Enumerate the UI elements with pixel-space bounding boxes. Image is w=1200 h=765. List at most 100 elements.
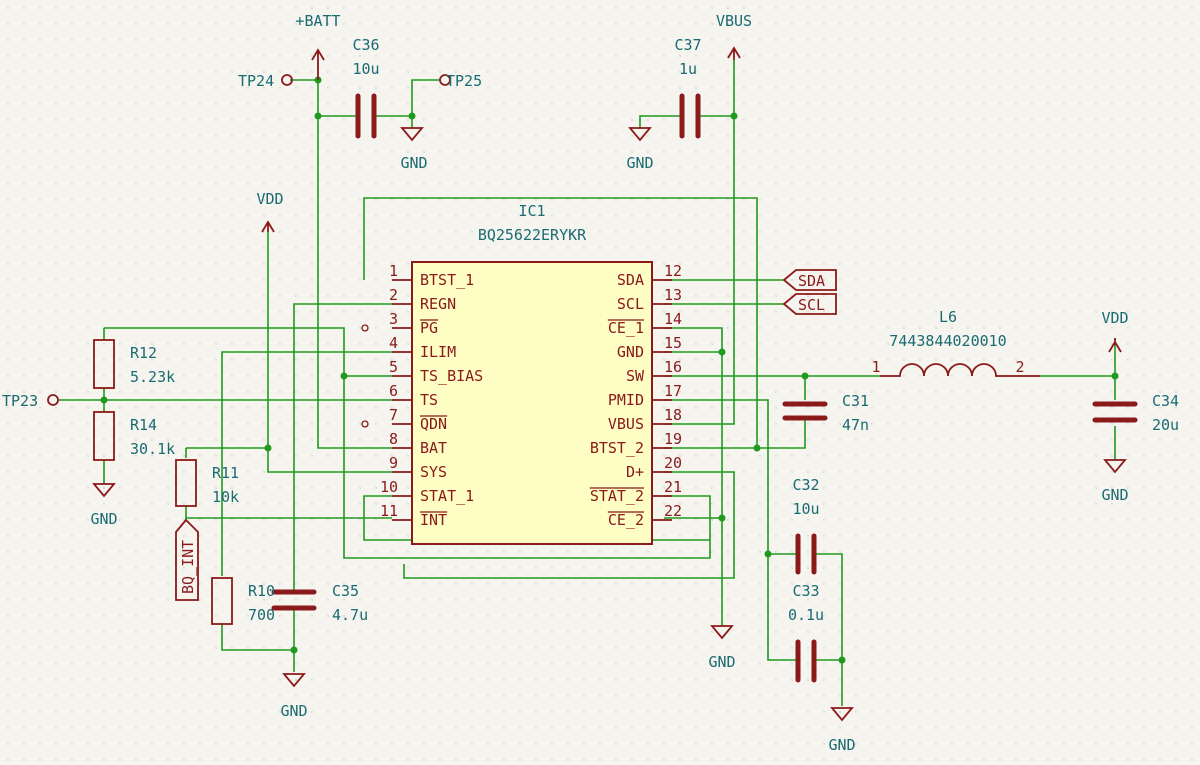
ic-pin-number: 9 [389,454,398,472]
power-vdd-left: VDD [256,190,284,233]
svg-text:TP24: TP24 [238,72,274,90]
svg-text:GND: GND [828,736,855,754]
ic-pin-name: SYS [420,463,447,481]
ic-pin-number: 6 [389,382,398,400]
ic-pin-number: 20 [664,454,682,472]
ic-pin-number: 22 [664,502,682,520]
gnd-c33: GND [828,707,856,754]
ic-body [411,261,653,545]
svg-text:10u: 10u [352,60,379,78]
ic-pin-name: ILIM [420,343,456,361]
capacitor-c32: C32 10u [792,476,820,575]
ic-pin-name: STAT_2 [590,487,644,505]
capacitor-c35: C35 4.7u [271,582,368,624]
svg-text:TP23: TP23 [2,392,38,410]
svg-text:C31: C31 [842,392,869,410]
svg-text:C32: C32 [792,476,819,494]
svg-text:10k: 10k [212,488,239,506]
svg-text:C37: C37 [674,36,701,54]
capacitor-c31: C31 47n [782,392,869,434]
ic-pin-name: TS_BIAS [420,367,483,385]
svg-text:700: 700 [248,606,275,624]
gnd-c35: GND [280,673,308,720]
ic-pin-number: 19 [664,430,682,448]
svg-text:7443844020010: 7443844020010 [889,332,1006,350]
ic-pin-number: 7 [389,406,398,424]
svg-text:L6: L6 [939,308,957,326]
ic-pin-number: 13 [664,286,682,304]
ic-pin-name: BTST_1 [420,271,474,289]
capacitor-c36: C36 10u [352,36,380,139]
ic-pin-number: 16 [664,358,682,376]
svg-text:GND: GND [1101,486,1128,504]
svg-text:GND: GND [90,510,117,528]
vbus-label: VBUS [716,12,752,30]
power-vbus: VBUS [716,12,752,60]
svg-text:GND: GND [708,653,735,671]
svg-text:TP25: TP25 [446,72,482,90]
svg-text:30.1k: 30.1k [130,440,175,458]
ic-value: BQ25622ERYKR [478,226,587,244]
ic-pin-number: 5 [389,358,398,376]
ic-right-pins: 12SDA13SCL14CE_115GND16SW17PMID18VBUS19B… [589,262,682,529]
ic-pin-name: GND [617,343,644,361]
capacitor-c34: C34 20u [1092,392,1179,434]
svg-text:GND: GND [626,154,653,172]
ic-pin-name: PG [420,319,438,337]
tp25: TP25 [439,72,482,90]
ic-pin-number: 17 [664,382,682,400]
ic-pin-20: 20D+ [626,454,682,481]
vdd-left-label: VDD [256,190,283,208]
svg-text:5.23k: 5.23k [130,368,175,386]
svg-text:C34: C34 [1152,392,1179,410]
svg-text:20u: 20u [1152,416,1179,434]
resistor-r11: R11 10k [175,459,239,507]
ic-pin-number: 10 [380,478,398,496]
svg-text:10u: 10u [792,500,819,518]
ic-pin-name: QDN [420,415,447,433]
no-connect-marker [361,420,369,428]
ic-pin-name: TS [420,391,438,409]
svg-text:2: 2 [1015,358,1024,376]
no-connect-marker [361,324,369,332]
ic-pin-name: CE_1 [608,319,644,337]
vdd-right-label: VDD [1101,309,1128,327]
svg-text:R10: R10 [248,582,275,600]
ic-pin-name: BAT [420,439,447,457]
resistor-r14: R14 30.1k [93,411,175,461]
svg-text:R12: R12 [130,344,157,362]
ic-pin-name: VBUS [608,415,644,433]
svg-text:1u: 1u [679,60,697,78]
svg-text:C36: C36 [352,36,379,54]
svg-text:R14: R14 [130,416,157,434]
svg-text:BQ_INT: BQ_INT [179,540,197,594]
batt-label: +BATT [295,12,340,30]
tp24: TP24 [238,72,293,90]
tp23: TP23 [2,392,59,410]
ic-pin-name: STAT_1 [420,487,474,505]
svg-text:C35: C35 [332,582,359,600]
svg-text:SCL: SCL [798,296,825,314]
ic-pin-number: 2 [389,286,398,304]
svg-text:4.7u: 4.7u [332,606,368,624]
ic-pin-name: SW [626,367,645,385]
svg-text:SDA: SDA [798,272,825,290]
ic-pin-number: 12 [664,262,682,280]
